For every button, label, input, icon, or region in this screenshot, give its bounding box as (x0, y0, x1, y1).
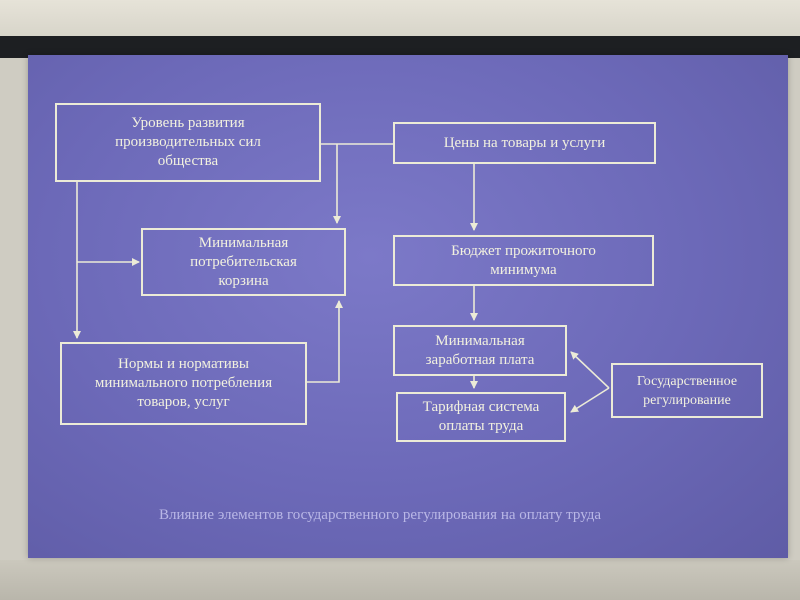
node-productive-forces: Уровень развития производительных сил об… (55, 103, 321, 182)
arrow-norms-to-min-basket (307, 300, 343, 383)
wall-background-bottom (0, 560, 800, 600)
node-subsistence-budget-label: Бюджет прожиточного минимума (451, 242, 596, 278)
wall-background (0, 0, 800, 36)
node-tariff-system: Тарифная система оплаты труда (396, 392, 566, 442)
node-min-basket: Минимальная потребительская корзина (141, 228, 346, 296)
projector-screen-frame (0, 36, 800, 58)
node-min-basket-label: Минимальная потребительская корзина (190, 234, 297, 289)
node-min-wage-label: Минимальная заработная плата (425, 332, 535, 368)
slide (28, 55, 788, 558)
node-min-wage: Минимальная заработная плата (393, 325, 567, 376)
node-prices-label: Цены на товары и услуги (443, 134, 606, 151)
node-consumption-norms-label: Нормы и нормативы минимального потреблен… (94, 356, 273, 410)
slide-caption: Влияние элементов государственного регул… (158, 507, 602, 523)
arrow-regulation-to-min-wage (570, 351, 610, 389)
node-subsistence-budget: Бюджет прожиточного минимума (393, 235, 654, 286)
node-productive-forces-label: Уровень развития производительных сил об… (115, 115, 261, 169)
node-state-regulation-label: Государственное регулирование (636, 373, 738, 408)
node-state-regulation: Государственное регулирование (611, 363, 763, 418)
node-consumption-norms: Нормы и нормативы минимального потреблен… (60, 342, 307, 425)
node-tariff-system-label: Тарифная система оплаты труда (422, 399, 540, 434)
node-prices: Цены на товары и услуги (393, 122, 656, 164)
arrow-regulation-to-tariff (570, 387, 610, 413)
